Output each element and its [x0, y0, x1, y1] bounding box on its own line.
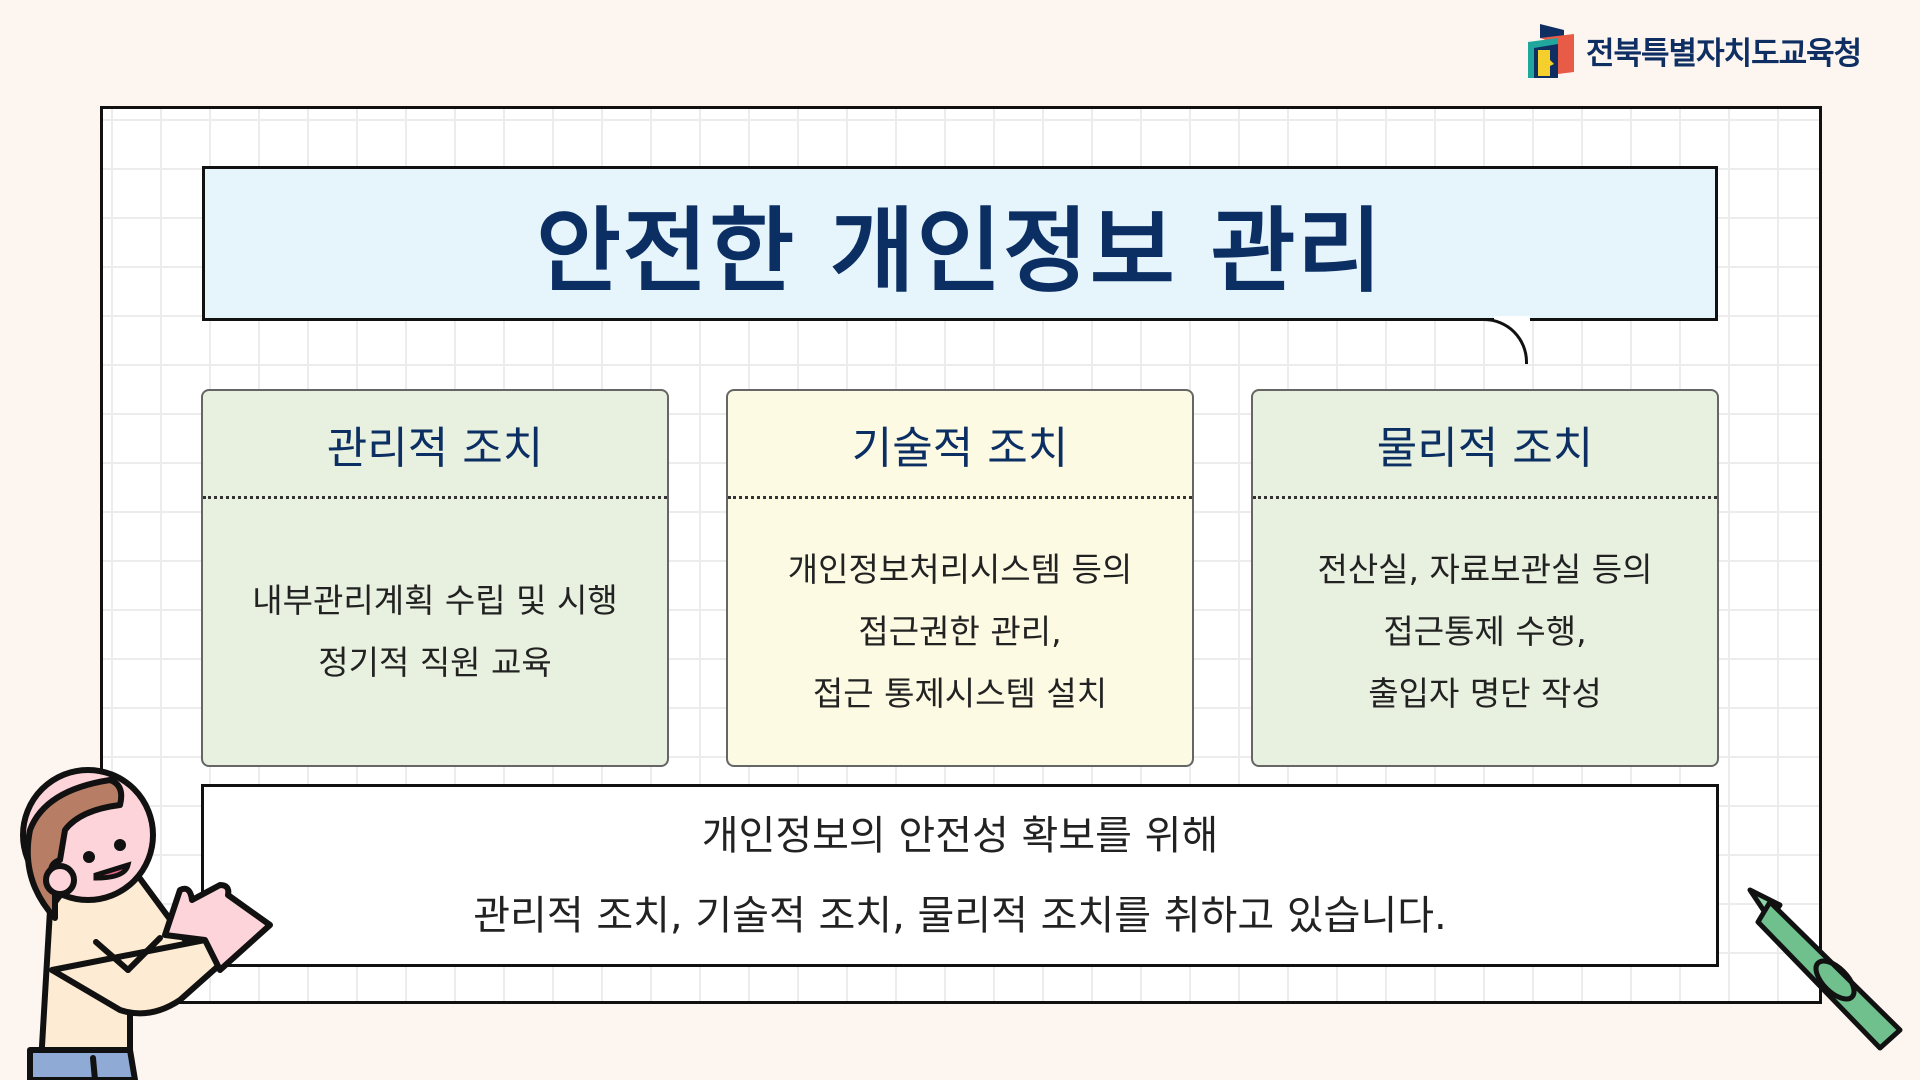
- clapping-boy-illustration: [20, 767, 273, 1080]
- card-line: 접근 통제시스템 설치: [812, 674, 1108, 713]
- card-physical: 물리적 조치 전산실, 자료보관실 등의 접근통제 수행, 출입자 명단 작성: [1251, 389, 1719, 767]
- page-title: 안전한 개인정보 관리: [536, 198, 1384, 305]
- card-technical: 기술적 조치 개인정보처리시스템 등의 접근권한 관리, 접근 통제시스템 설치: [726, 389, 1194, 767]
- card-line: 개인정보처리시스템 등의: [787, 550, 1133, 589]
- summary-line: 개인정보의 안전성 확보를 위해: [701, 812, 1219, 859]
- card-line: 접근권한 관리,: [858, 612, 1062, 651]
- card-heading: 관리적 조치: [203, 391, 667, 499]
- speech-tail-gap: [1494, 316, 1530, 324]
- org-logo: 전북특별자치도교육청: [1528, 22, 1862, 78]
- book-door-logo-icon: [1528, 24, 1574, 78]
- card-heading: 물리적 조치: [1253, 391, 1717, 499]
- card-line: 접근통제 수행,: [1383, 612, 1587, 651]
- card-line: 정기적 직원 교육: [318, 643, 552, 682]
- summary-box: 개인정보의 안전성 확보를 위해 관리적 조치, 기술적 조치, 물리적 조치를…: [201, 784, 1719, 967]
- green-crayon-illustration: [1747, 887, 1903, 1051]
- card-line: 전산실, 자료보관실 등의: [1317, 550, 1653, 589]
- title-banner: 안전한 개인정보 관리: [202, 166, 1718, 321]
- summary-line: 관리적 조치, 기술적 조치, 물리적 조치를 취하고 있습니다.: [473, 892, 1447, 939]
- card-administrative: 관리적 조치 내부관리계획 수립 및 시행 정기적 직원 교육: [201, 389, 669, 767]
- org-name: 전북특별자치도교육청: [1586, 35, 1862, 72]
- card-line: 내부관리계획 수립 및 시행: [252, 581, 618, 620]
- card-line: 출입자 명단 작성: [1368, 674, 1602, 713]
- card-heading: 기술적 조치: [728, 391, 1192, 499]
